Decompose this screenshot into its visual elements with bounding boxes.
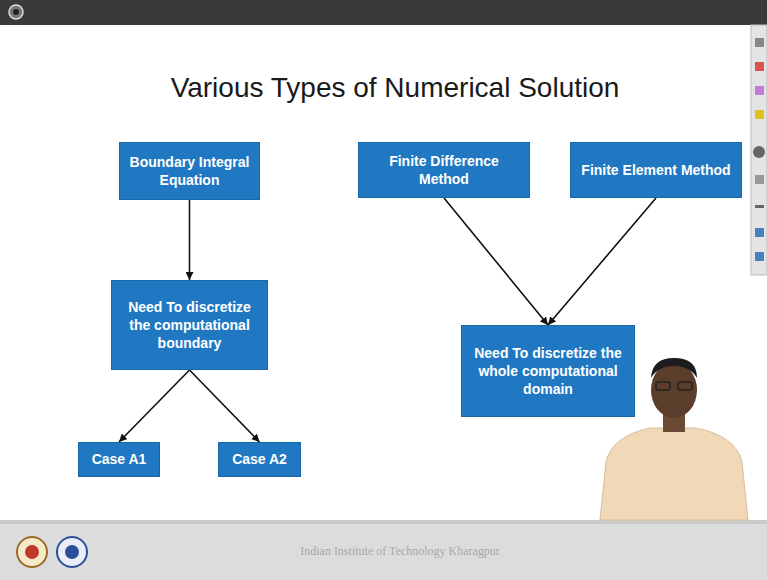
camera-lens <box>13 9 19 15</box>
tool-icon <box>755 175 764 184</box>
arrow-connector <box>190 370 260 442</box>
footer-bar <box>0 520 767 580</box>
footer-edge <box>0 520 767 524</box>
presenter-glasses <box>678 382 692 390</box>
arrow-connector <box>548 198 656 325</box>
process-box: Need To discretize the computational bou… <box>111 280 268 370</box>
process-box: Case A1 <box>78 442 160 477</box>
tool-icon <box>755 38 764 47</box>
box-text: Need To discretize the whole computation… <box>470 344 626 399</box>
slide-title: Various Types of Numerical Solution <box>100 72 690 104</box>
tool-icon <box>755 62 764 71</box>
presenter-shirt <box>600 428 748 520</box>
process-box: Finite Element Method <box>570 142 742 198</box>
logo <box>17 537 47 567</box>
box-text: Case A2 <box>232 450 287 468</box>
tool-icon <box>755 252 764 261</box>
arrow-connector <box>119 370 190 442</box>
process-box: Finite Difference Method <box>358 142 530 198</box>
tool-icon <box>753 146 765 158</box>
process-box: Boundary Integral Equation <box>119 142 260 200</box>
presenter-hair <box>651 358 697 378</box>
box-text: Need To discretize the computational bou… <box>120 298 259 353</box>
tool-icon <box>755 228 764 237</box>
toolbar <box>751 25 767 275</box>
process-box: Case A2 <box>218 442 301 477</box>
box-text: Boundary Integral Equation <box>128 153 251 189</box>
logo <box>57 537 87 567</box>
tool-icon <box>755 86 764 95</box>
box-text: Case A1 <box>92 450 147 468</box>
top-bar <box>0 0 767 25</box>
camera-icon <box>9 5 23 19</box>
tool-icon <box>755 205 764 208</box>
arrow-connector <box>444 198 548 325</box>
logo-center <box>65 545 79 559</box>
arrow-connector <box>189 200 191 280</box>
footer-text: Indian Institute of Technology Kharagpur <box>200 544 600 559</box>
box-text: Finite Element Method <box>581 161 730 179</box>
logo-center <box>25 545 39 559</box>
presenter-glasses <box>656 382 670 390</box>
box-text: Finite Difference Method <box>367 152 521 188</box>
tool-icon <box>755 110 764 119</box>
process-box: Need To discretize the whole computation… <box>461 325 635 417</box>
